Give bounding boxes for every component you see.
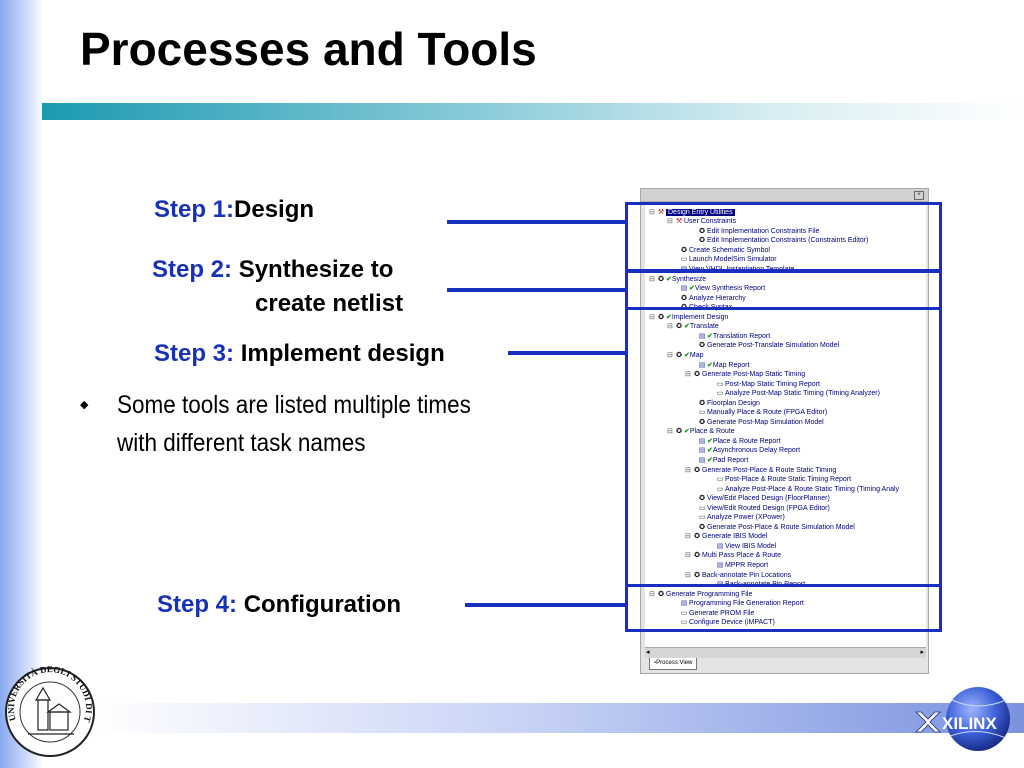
footer-gradient-bar <box>92 703 1024 733</box>
process-tree[interactable]: ⊟⚒Design Entry Utilities ⊟⚒User Constrai… <box>645 203 926 647</box>
panel-close-icon[interactable]: × <box>914 191 924 200</box>
connector-line-step-1 <box>447 220 627 224</box>
title-underline-bar <box>42 103 1024 120</box>
tree-row[interactable]: ▤✔Asynchronous Delay Report <box>698 447 801 454</box>
tree-row[interactable]: ▤✔Place & Route Report <box>698 438 781 445</box>
step-4-label: Step 4: <box>157 591 238 618</box>
tree-row[interactable]: ⊟✪Generate Post-Map Static Timing <box>685 371 806 378</box>
step-4-text: Configuration <box>243 591 401 618</box>
tree-row[interactable]: ▭Analyze Power (XPower) <box>698 514 785 521</box>
xilinx-logo: XILINX <box>915 687 1010 751</box>
process-view-icon: ▪ <box>654 660 657 666</box>
tree-row[interactable]: ⊟✪✔Translate <box>667 323 719 330</box>
tree-row[interactable]: ▭View/Edit Routed Design (FPGA Editor) <box>698 505 830 512</box>
tree-row[interactable]: ▭Post-Place & Route Static Timing Report <box>716 476 852 483</box>
tree-row[interactable]: ✪Create Schematic Symbol <box>681 247 770 254</box>
step-2-label: Step 2: <box>152 256 233 283</box>
step-1: Step 1:Design <box>154 196 314 224</box>
tree-row[interactable]: ✪Generate Post-Map Simulation Model <box>699 419 824 426</box>
tree-row[interactable]: ⊟✪Multi Pass Place & Route <box>685 552 781 559</box>
tree-row[interactable]: ▭Post-Map Static Timing Report <box>716 381 820 388</box>
tree-row[interactable]: ⊟✪✔Place & Route <box>667 428 735 435</box>
tree-row[interactable]: ▤MPPR Report <box>716 562 769 569</box>
tree-row[interactable]: ✪Edit Implementation Constraints File <box>699 228 820 235</box>
step-3-label: Step 3: <box>154 340 235 367</box>
tree-row[interactable]: ⊟✪Back-annotate Pin Locations <box>685 572 792 579</box>
tree-row[interactable]: ▭Manually Place & Route (FPGA Editor) <box>698 409 828 416</box>
panel-header: × <box>641 189 928 202</box>
step-3: Step 3: Implement design <box>154 340 445 368</box>
tree-row[interactable]: ⊟✪Generate Programming File <box>649 591 753 598</box>
tree-row[interactable]: ✪Analyze Hierarchy <box>681 295 746 302</box>
step-2-text-line2: create netlist <box>255 290 404 317</box>
tree-row[interactable]: ✪Floorplan Design <box>699 400 760 407</box>
connector-line-step-2 <box>447 288 627 292</box>
tree-row[interactable]: ▭Analyze Post-Map Static Timing (Timing … <box>716 390 880 397</box>
highlight-box-configuration <box>625 584 942 632</box>
tree-row[interactable]: ▤View IBIS Model <box>716 543 777 550</box>
highlight-box-synthesize <box>625 269 942 310</box>
step-4: Step 4: Configuration <box>157 591 401 619</box>
university-seal-logo: UNIVERSITÀ DEGLI STUDI DI TRIESTE <box>2 660 95 757</box>
highlight-box-implement <box>625 307 942 587</box>
tree-row[interactable]: ✪Edit Implementation Constraints (Constr… <box>699 237 869 244</box>
svg-text:XILINX: XILINX <box>942 714 997 733</box>
tree-row[interactable]: ⊟✪✔Map <box>667 352 704 359</box>
tree-row[interactable]: ✪Generate Post-Place & Route Simulation … <box>699 524 855 531</box>
side-gradient <box>0 0 44 768</box>
tree-row[interactable]: ▤✔Pad Report <box>698 457 749 464</box>
tree-row[interactable]: ⊟✪✔Synthesize <box>649 276 707 283</box>
tree-row[interactable]: ▭Configure Device (iMPACT) <box>680 619 775 626</box>
step-3-text: Implement design <box>240 340 445 367</box>
tree-row[interactable]: ▤✔Translation Report <box>698 333 771 340</box>
tree-row[interactable]: ✪View/Edit Placed Design (FloorPlanner) <box>699 495 830 502</box>
tree-row[interactable]: ▤Programming File Generation Report <box>680 600 804 607</box>
tree-row[interactable]: ▤✔View Synthesis Report <box>680 285 766 292</box>
tree-row[interactable]: ⊟✪Generate Post-Place & Route Static Tim… <box>685 467 837 474</box>
tree-row[interactable]: ▭Analyze Post-Place & Route Static Timin… <box>716 486 900 493</box>
tree-row[interactable]: ⊟✪Generate IBIS Model <box>685 533 768 540</box>
tree-row[interactable]: ▭Generate PROM File <box>680 610 755 617</box>
connector-line-step-4 <box>465 603 627 607</box>
tree-row[interactable]: ✪Generate Post-Translate Simulation Mode… <box>699 342 840 349</box>
connector-line-step-3 <box>508 351 627 355</box>
tree-row[interactable]: ▭Launch ModelSim Simulator <box>680 256 777 263</box>
highlight-box-design <box>625 202 942 273</box>
tree-row[interactable]: ⊟✪✔Implement Design <box>649 314 729 321</box>
tree-row[interactable]: ⊟⚒Design Entry Utilities <box>649 209 735 216</box>
step-2-text: Synthesize to <box>238 256 394 283</box>
tree-row[interactable]: ⊟⚒User Constraints <box>667 218 737 225</box>
tab-process-view[interactable]: ▪Process View <box>649 658 698 670</box>
step-2: Step 2: Synthesize to <box>152 256 393 284</box>
horizontal-scrollbar[interactable]: ◂ ▸ <box>645 647 926 658</box>
bullet-diamond-icon: ◆ <box>80 399 89 411</box>
scroll-right-icon[interactable]: ▸ <box>920 649 924 656</box>
slide-title: Processes and Tools <box>80 23 537 75</box>
step-1-label: Step 1: <box>154 196 235 223</box>
tree-row[interactable]: ▤✔Map Report <box>698 362 750 369</box>
scroll-left-icon[interactable]: ◂ <box>646 649 650 656</box>
bullet-text: Some tools are listed multiple times wit… <box>117 391 471 457</box>
step-1-text: Design <box>234 196 315 223</box>
